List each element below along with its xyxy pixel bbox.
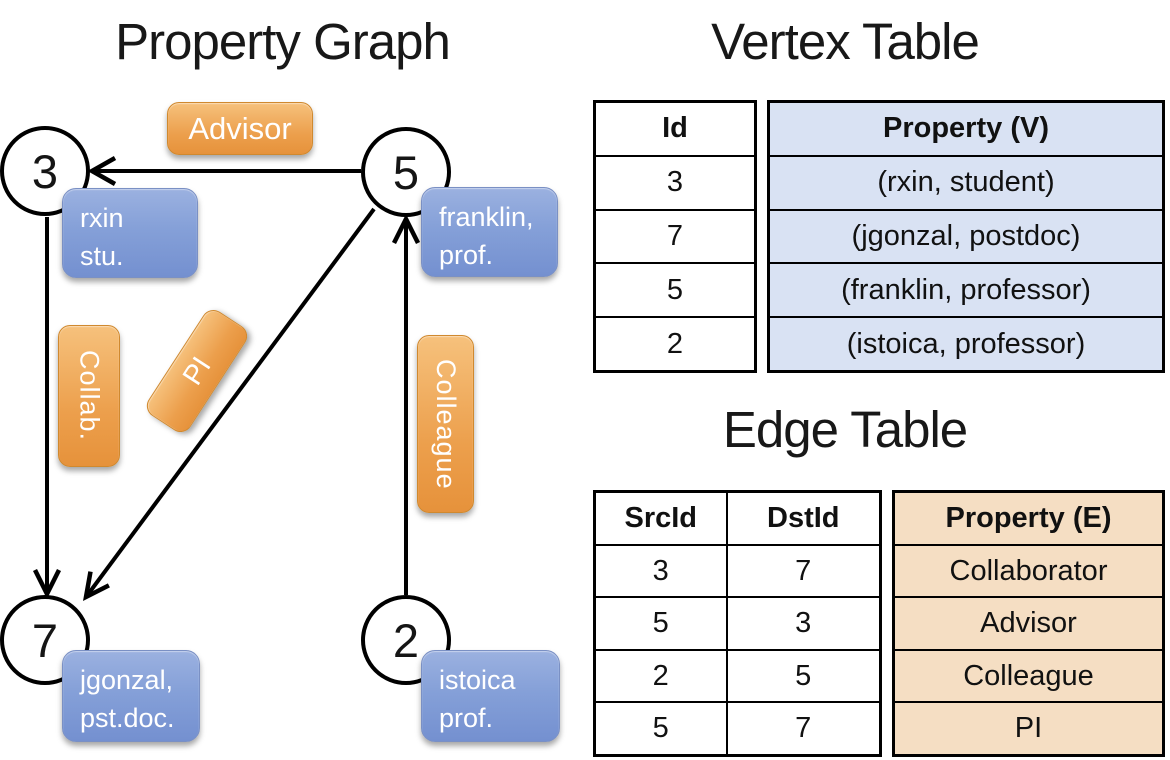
- vertex-table-id-column: Id 3 7 5 2: [593, 100, 757, 373]
- edge-label-advisor: Advisor: [167, 102, 313, 155]
- node-5-property-box: franklin, prof.: [421, 187, 558, 277]
- edge-table-id-columns: SrcId DstId 3 7 5 3 2 5 5 7: [593, 490, 882, 757]
- edge-property-cell: Collaborator: [892, 543, 1165, 599]
- edge-dst-cell: 5: [725, 648, 882, 704]
- property-line: rxin: [80, 203, 124, 233]
- edge-property-header: Property (E): [892, 490, 1165, 546]
- graph-node-2: 2: [361, 595, 451, 685]
- property-line: istoica: [439, 665, 516, 695]
- edge-pi-line: [87, 207, 376, 595]
- property-line: prof.: [439, 240, 494, 271]
- node-id: 7: [31, 613, 59, 667]
- edge-src-header: SrcId: [593, 490, 728, 546]
- edge-src-cell: 5: [593, 701, 728, 757]
- graph-edges-canvas: [32, 156, 421, 602]
- property-line: stu.: [80, 241, 124, 272]
- edge-pi-arrowhead: [82, 571, 110, 602]
- edge-label-colleague: Colleague: [417, 335, 474, 513]
- property-line: franklin,: [439, 202, 534, 232]
- edge-property-cell: Advisor: [892, 596, 1165, 651]
- node-id: 3: [31, 144, 59, 198]
- property-line: pst.doc.: [80, 703, 175, 734]
- edge-dst-cell: 7: [725, 701, 882, 757]
- node-id: 5: [392, 145, 420, 199]
- edge-advisor-arrowhead: [87, 156, 117, 186]
- vertex-id-header: Id: [593, 100, 757, 157]
- vertex-property-cell: (franklin, professor): [767, 262, 1165, 319]
- edge-label-collab: Collab.: [58, 325, 120, 467]
- property-line: jgonzal,: [80, 665, 174, 695]
- property-graph-title: Property Graph: [115, 13, 451, 70]
- vertex-property-cell: (rxin, student): [767, 154, 1165, 211]
- vertex-property-cell: (istoica, professor): [767, 316, 1165, 373]
- vertex-id-cell: 2: [593, 316, 757, 373]
- edge-src-cell: 5: [593, 596, 728, 651]
- node-2-property-box: istoica prof.: [421, 650, 560, 742]
- edge-dst-cell: 7: [725, 543, 882, 599]
- vertex-id-cell: 3: [593, 154, 757, 211]
- edge-table-title: Edge Table: [722, 401, 968, 458]
- vertex-property-header: Property (V): [767, 100, 1165, 157]
- edge-property-cell: PI: [892, 701, 1165, 757]
- property-line: prof.: [439, 703, 494, 734]
- edge-colleague-arrowhead: [391, 213, 421, 245]
- edge-property-cell: Colleague: [892, 648, 1165, 704]
- edge-src-cell: 3: [593, 543, 728, 599]
- vertex-property-cell: (jgonzal, postdoc): [767, 208, 1165, 265]
- vertex-table-property-column: Property (V) (rxin, student) (jgonzal, p…: [767, 100, 1165, 373]
- edge-collab-arrowhead: [32, 568, 62, 600]
- edge-dst-header: DstId: [725, 490, 882, 546]
- node-id: 2: [392, 613, 420, 667]
- node-7-property-box: jgonzal, pst.doc.: [62, 650, 200, 742]
- vertex-table-title: Vertex Table: [711, 13, 980, 70]
- edge-table-property-column: Property (E) Collaborator Advisor Collea…: [892, 490, 1165, 757]
- node-3-property-box: rxin stu.: [62, 188, 198, 278]
- vertex-id-cell: 7: [593, 208, 757, 265]
- edge-dst-cell: 3: [725, 596, 882, 651]
- edge-src-cell: 2: [593, 648, 728, 704]
- vertex-id-cell: 5: [593, 262, 757, 319]
